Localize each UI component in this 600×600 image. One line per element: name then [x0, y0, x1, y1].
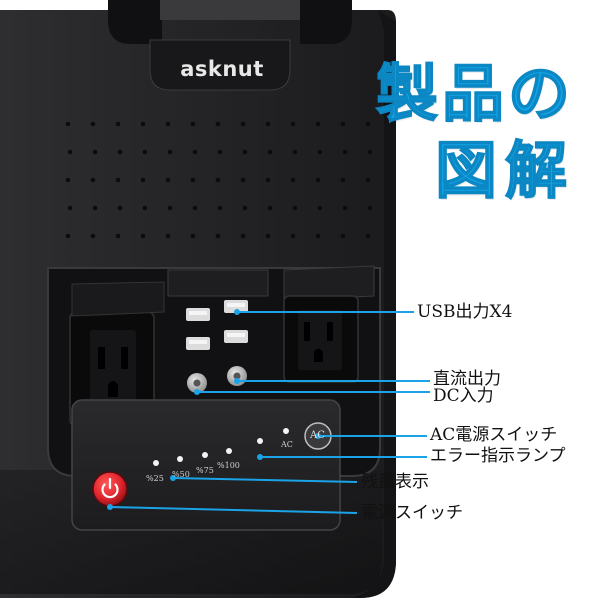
vent-hole — [192, 205, 198, 211]
vent-hole — [267, 205, 273, 211]
heading-line-1: 製品の — [375, 57, 574, 130]
vent-hole — [92, 205, 98, 211]
vent-hole — [140, 177, 146, 183]
vent-hole — [290, 121, 296, 127]
callout-dc-output: 直流出力 — [433, 369, 501, 389]
vent-hole — [265, 121, 271, 127]
vent-hole — [190, 121, 196, 127]
level-label-100: %100 — [217, 461, 240, 470]
vent-hole — [365, 233, 371, 239]
callout-ac-switch: AC電源スイッチ — [430, 425, 558, 445]
vent-hole — [265, 233, 271, 239]
vent-hole — [117, 149, 123, 155]
vent-hole — [65, 177, 71, 183]
vent-hole — [340, 177, 346, 183]
vent-hole — [192, 149, 198, 155]
callout-power-switch: 電源スイッチ — [361, 503, 463, 523]
vent-hole — [90, 233, 96, 239]
vent-hole — [342, 149, 348, 155]
usb-ports — [186, 300, 248, 350]
vent-hole — [365, 177, 371, 183]
vent-hole — [167, 149, 173, 155]
dc-ports — [187, 366, 247, 393]
vent-hole — [65, 121, 71, 127]
vent-hole — [65, 233, 71, 239]
ac-mark-label: AC — [281, 440, 293, 449]
device-right-edge — [352, 10, 396, 598]
vent-hole — [265, 177, 271, 183]
vent-hole — [367, 205, 373, 211]
vent-hole — [242, 149, 248, 155]
battery-leds — [153, 428, 289, 466]
vent-hole — [290, 233, 296, 239]
vent-hole — [315, 233, 321, 239]
power-button — [92, 471, 128, 507]
vent-hole — [92, 149, 98, 155]
vent-hole — [367, 149, 373, 155]
vent-hole — [90, 177, 96, 183]
callout-usb: USB出力X4 — [417, 302, 513, 322]
brand-tab — [149, 39, 291, 91]
vent-hole — [167, 205, 173, 211]
level-label-50: %50 — [172, 470, 190, 479]
heading-line-2: 図解 — [434, 134, 575, 207]
vent-hole — [342, 205, 348, 211]
vent-hole — [165, 233, 171, 239]
callout-error-lamp: エラー指示ランプ — [430, 446, 566, 466]
vent-hole — [90, 121, 96, 127]
usb-cover — [167, 269, 269, 297]
vent-hole — [190, 233, 196, 239]
vent-hole — [165, 121, 171, 127]
vent-hole — [140, 121, 146, 127]
vent-hole — [115, 121, 121, 127]
vent-hole — [117, 205, 123, 211]
vent-hole — [340, 121, 346, 127]
vent-hole — [142, 149, 148, 155]
vent-hole — [217, 149, 223, 155]
vent-hole — [240, 177, 246, 183]
callout-battery-level: 残量表示 — [361, 472, 429, 492]
vent-hole — [292, 205, 298, 211]
vent-hole — [340, 233, 346, 239]
vent-hole — [290, 177, 296, 183]
vent-hole — [190, 177, 196, 183]
vent-hole — [140, 233, 146, 239]
control-panel — [71, 399, 341, 531]
vent-hole — [115, 233, 121, 239]
vent-hole — [240, 121, 246, 127]
vent-hole — [240, 233, 246, 239]
brand-logo: asknut — [180, 57, 264, 81]
vent-hole — [242, 205, 248, 211]
vent-hole — [67, 205, 73, 211]
ac-outlet-left — [69, 281, 165, 427]
ac-button-label: AC — [310, 430, 325, 441]
vent-hole — [215, 121, 221, 127]
vent-hole — [142, 205, 148, 211]
vent-hole — [317, 149, 323, 155]
vent-hole — [215, 233, 221, 239]
level-label-25: %25 — [146, 474, 164, 483]
vent-hole — [165, 177, 171, 183]
vent-hole — [267, 149, 273, 155]
handle — [108, 0, 352, 44]
vent-hole — [67, 149, 73, 155]
vent-hole — [115, 177, 121, 183]
vent-hole — [215, 177, 221, 183]
vent-dots — [65, 121, 373, 239]
vent-hole — [292, 149, 298, 155]
vent-hole — [315, 121, 321, 127]
ac-outlet-right — [283, 265, 375, 383]
callout-lines — [107, 309, 430, 514]
callout-dc-input: DC入力 — [433, 386, 494, 406]
vent-hole — [315, 177, 321, 183]
level-label-75: %75 — [196, 466, 214, 475]
vent-hole — [365, 121, 371, 127]
vent-hole — [317, 205, 323, 211]
vent-hole — [217, 205, 223, 211]
